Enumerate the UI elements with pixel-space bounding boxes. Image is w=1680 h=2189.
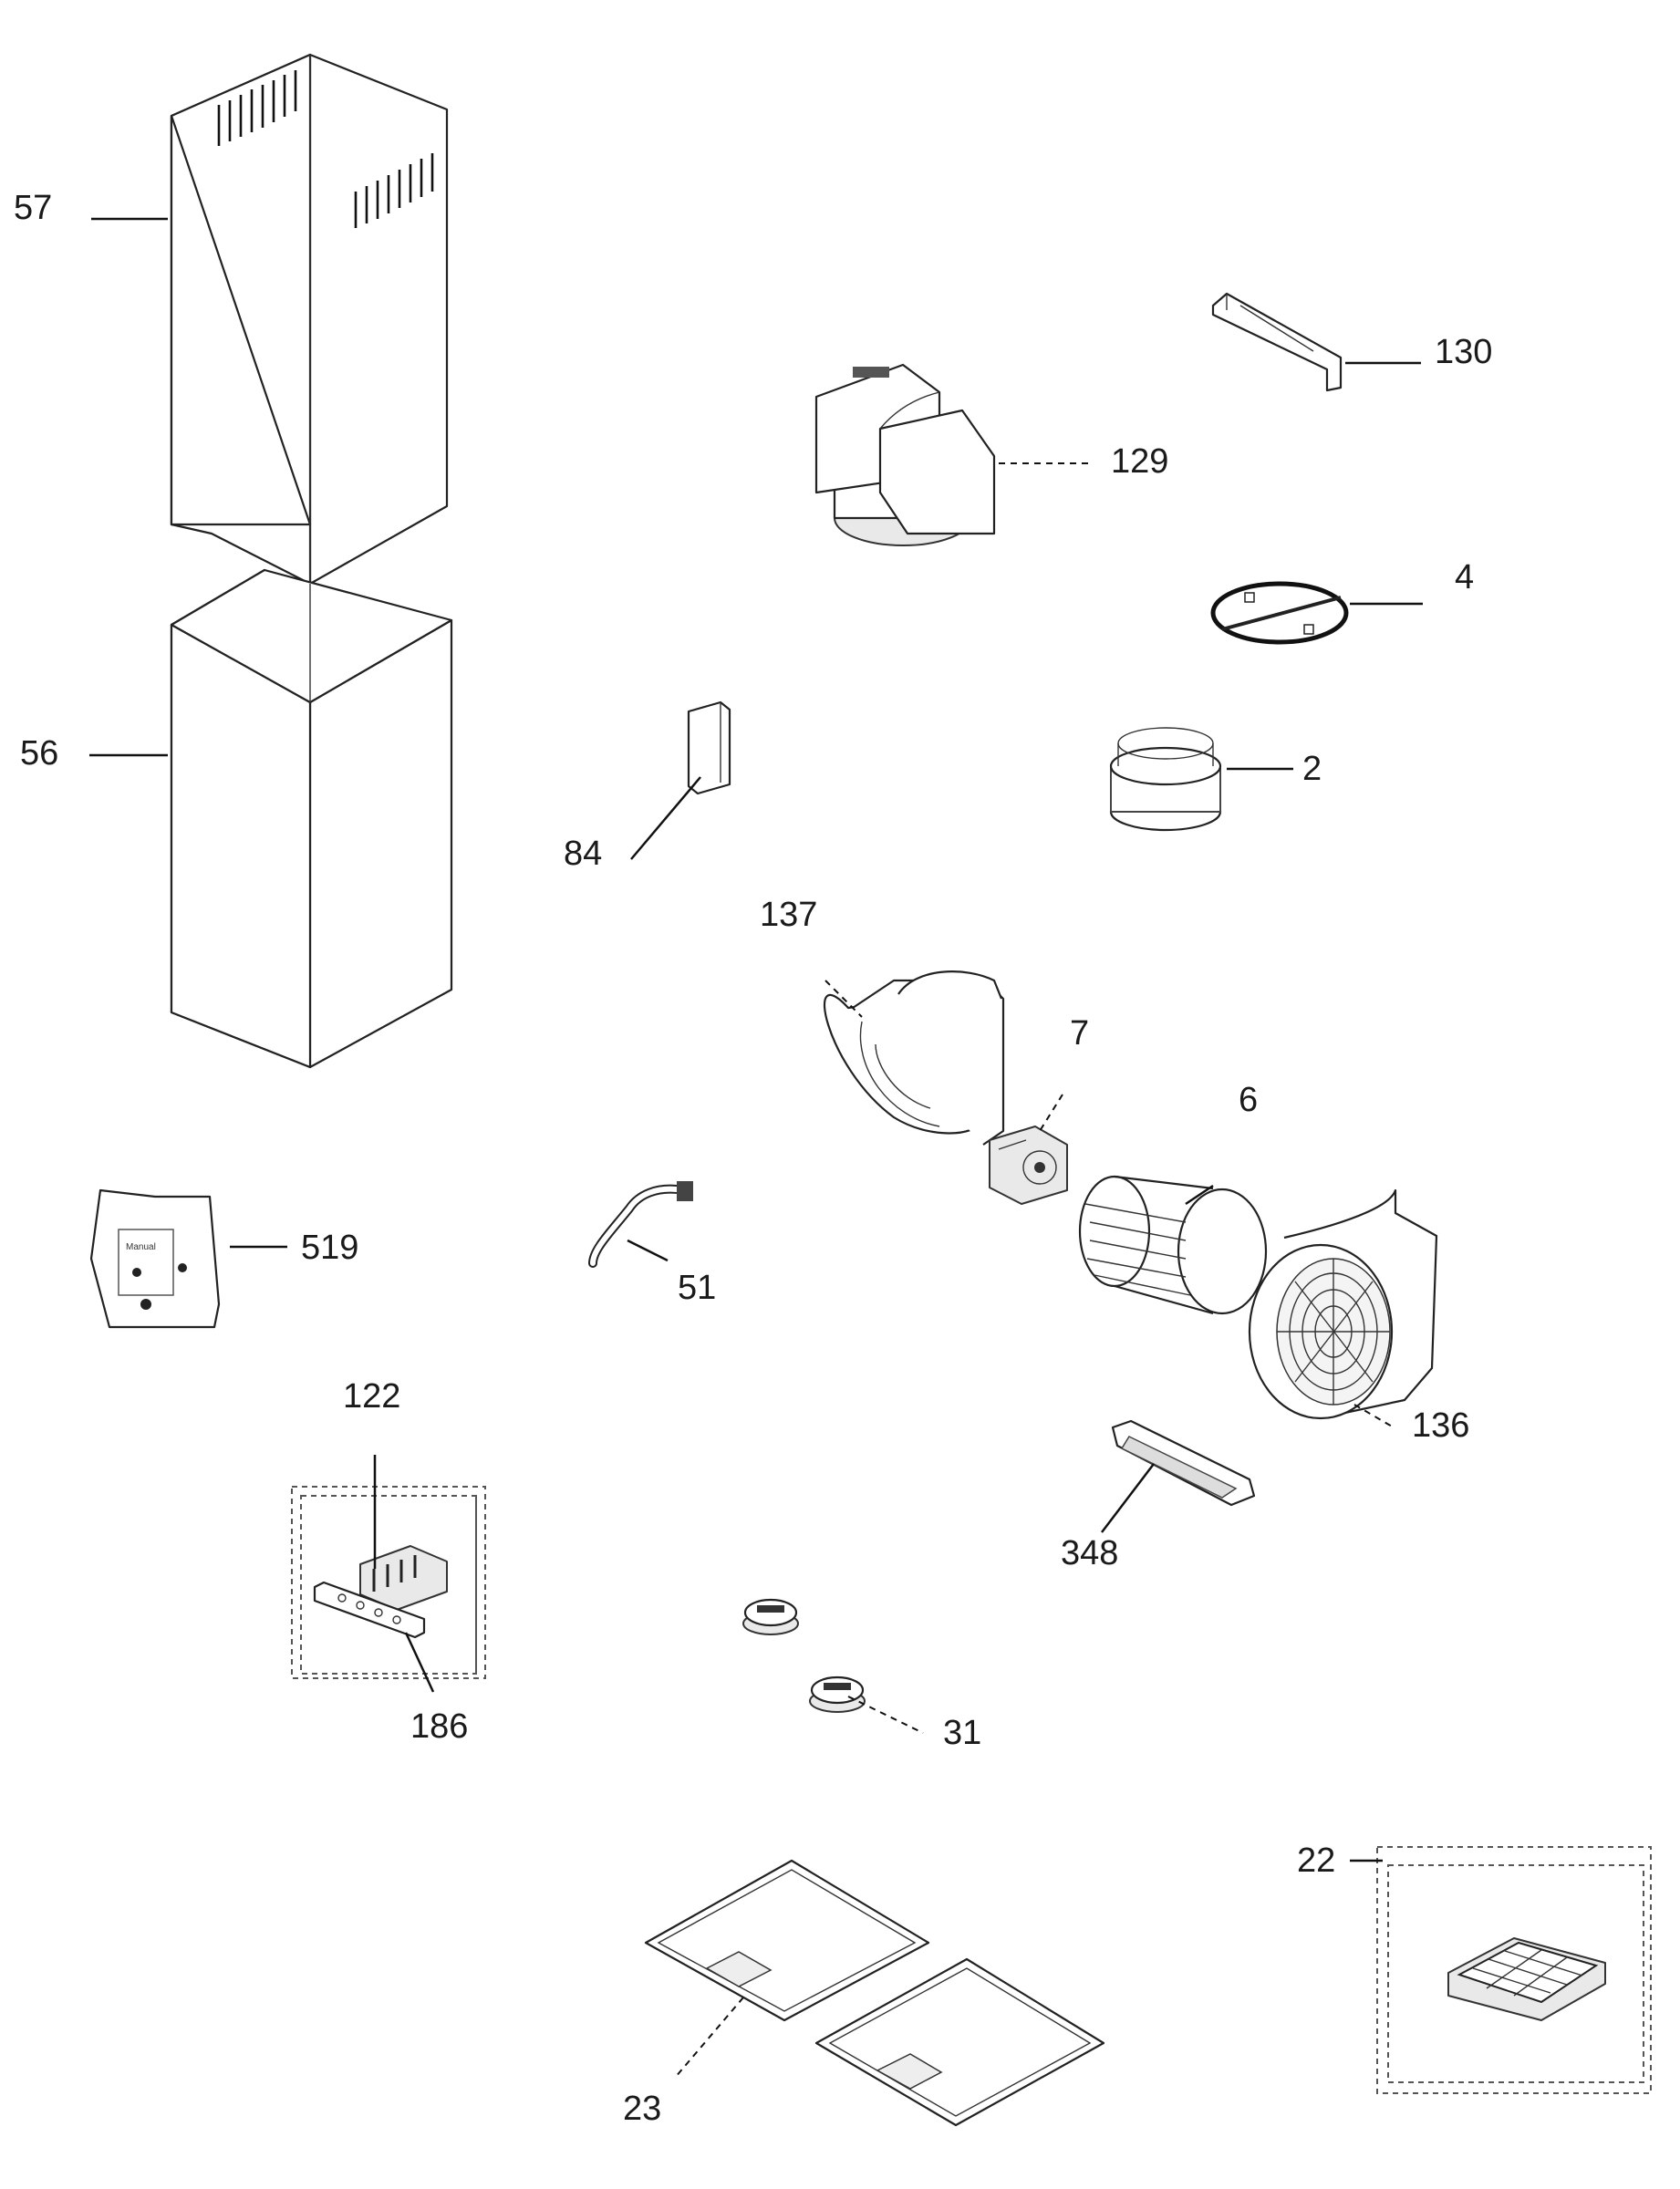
part-348-light-fixture xyxy=(1111,1419,1256,1507)
manual-bag-label: Manual xyxy=(126,1242,156,1252)
callout-130: 130 xyxy=(1435,333,1492,371)
callout-519: 519 xyxy=(301,1229,358,1267)
callout-31: 31 xyxy=(943,1714,981,1752)
callout-186: 186 xyxy=(410,1707,468,1746)
part-137-blower-housing xyxy=(823,970,1005,1146)
callout-6: 6 xyxy=(1239,1081,1258,1119)
callout-84: 84 xyxy=(564,835,602,873)
callout-51: 51 xyxy=(678,1269,716,1307)
callout-2: 2 xyxy=(1302,750,1322,788)
part-2-duct-collar xyxy=(1109,727,1222,832)
part-22-carbon-filter-group xyxy=(1376,1846,1652,2094)
callout-23: 23 xyxy=(623,2090,661,2128)
callout-7: 7 xyxy=(1070,1014,1089,1053)
callout-348: 348 xyxy=(1061,1534,1118,1572)
part-122-186-control-group xyxy=(291,1486,486,1679)
callout-22: 22 xyxy=(1297,1841,1335,1880)
part-7-motor xyxy=(989,1126,1068,1205)
callout-122: 122 xyxy=(343,1377,400,1416)
part-31-control-knobs xyxy=(742,1598,866,1713)
part-56-lower-chimney xyxy=(170,568,453,1069)
part-51-cable xyxy=(588,1181,693,1268)
part-6-blower-wheel xyxy=(1078,1175,1268,1315)
callout-137: 137 xyxy=(760,896,817,934)
part-130-bracket xyxy=(1211,292,1343,392)
part-129-duct-adapter xyxy=(814,363,996,546)
callout-4: 4 xyxy=(1455,558,1474,597)
part-519-accessory-bag: Manual xyxy=(89,1188,221,1329)
part-57-upper-chimney xyxy=(170,53,449,586)
callout-57: 57 xyxy=(14,189,52,227)
part-4-damper-plate xyxy=(1210,581,1349,645)
callout-56: 56 xyxy=(20,734,58,773)
callout-136: 136 xyxy=(1412,1406,1469,1445)
part-84-capacitor xyxy=(687,700,731,795)
part-23-grease-filters xyxy=(644,1859,1105,2127)
part-136-blower-assembly xyxy=(1248,1188,1438,1420)
callout-129: 129 xyxy=(1111,442,1168,481)
